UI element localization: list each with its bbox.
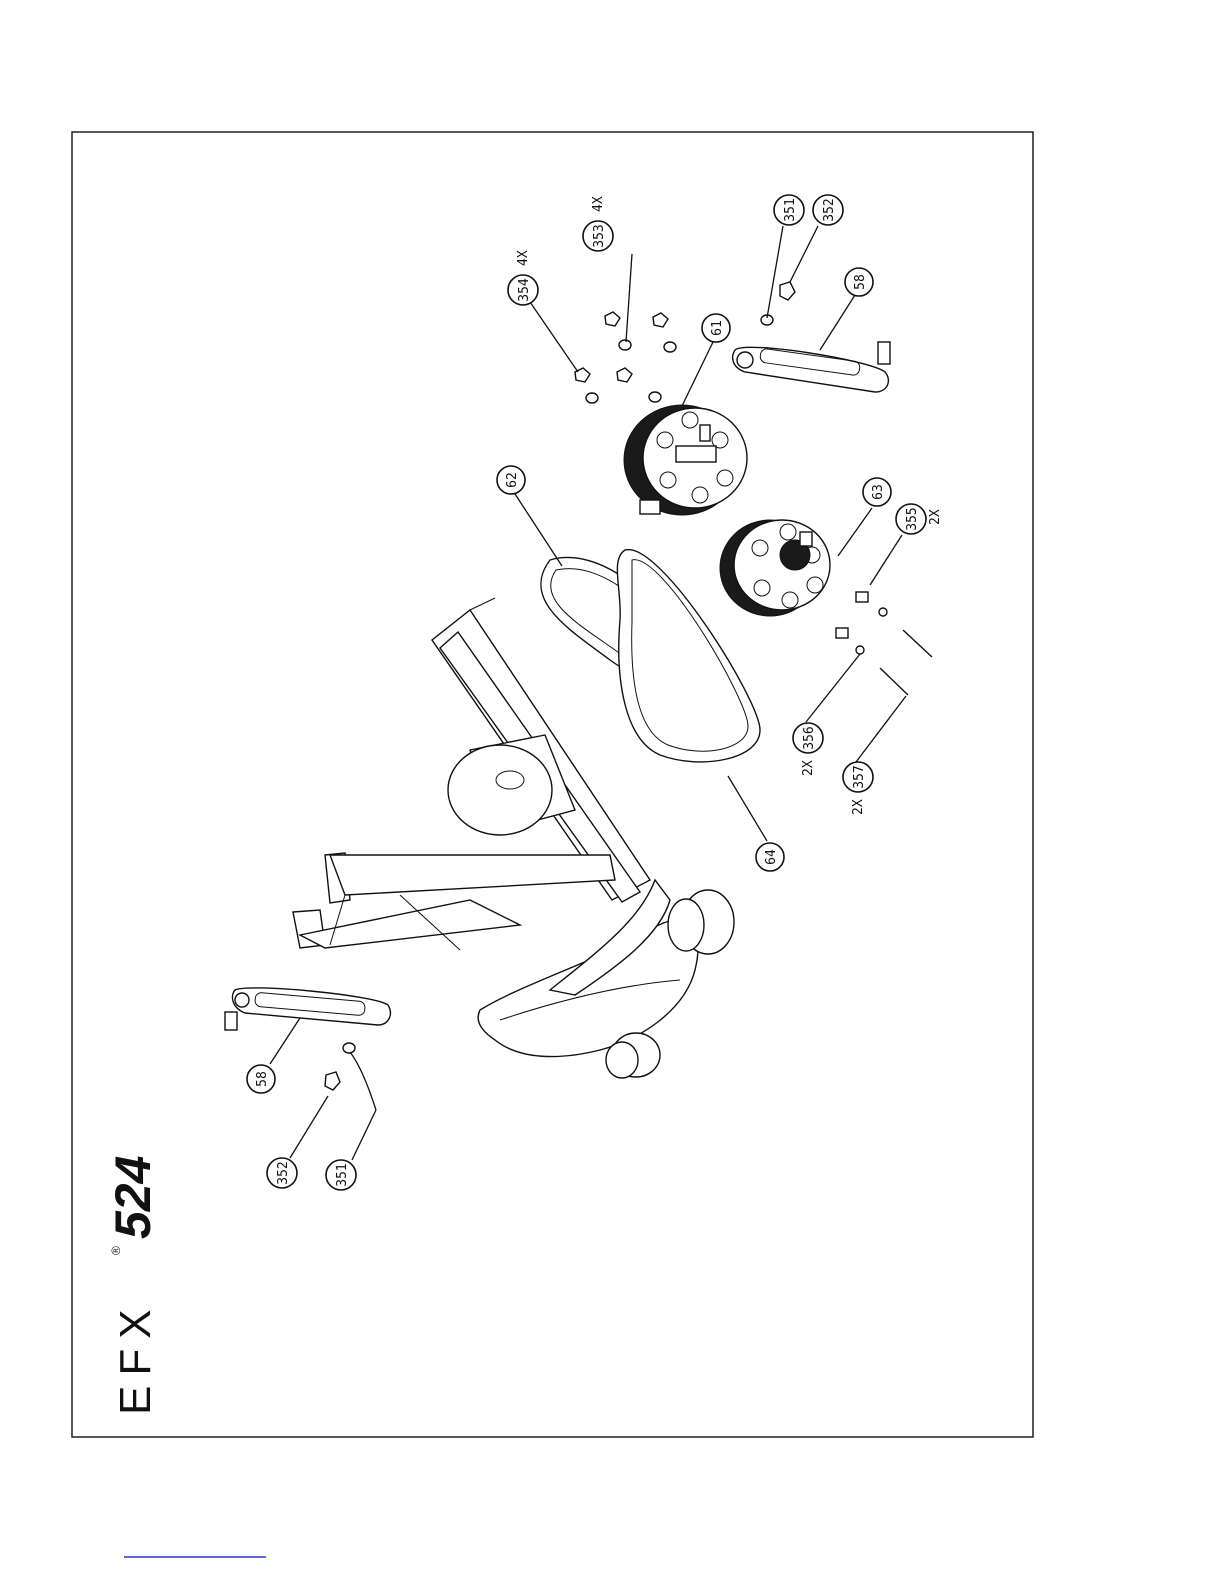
callout-352-bottom: 352 — [267, 1158, 297, 1188]
callout-353-qty: 4X — [591, 196, 606, 212]
callout-62: 62 — [497, 466, 525, 494]
callout-353: 353 4X — [583, 196, 613, 251]
callout-357-qty: 2X — [851, 799, 866, 815]
pulley-61 — [624, 405, 747, 515]
svg-text:356: 356 — [802, 726, 817, 749]
svg-text:353: 353 — [592, 224, 607, 247]
svg-text:354: 354 — [517, 278, 532, 302]
callout-58-bottom: 58 — [247, 1065, 275, 1093]
svg-text:351: 351 — [335, 1163, 350, 1186]
brand-model-light: EFX — [111, 1299, 160, 1415]
callout-357: 357 2X — [843, 762, 873, 815]
callout-352-top: 352 — [813, 195, 843, 225]
svg-text:352: 352 — [822, 198, 837, 221]
pulley-63 — [720, 520, 830, 616]
svg-text:58: 58 — [853, 274, 868, 290]
svg-text:61: 61 — [710, 320, 725, 336]
callout-355-qty: 2X — [928, 509, 943, 525]
brand-registered-mark: ® — [109, 1246, 123, 1255]
svg-text:63: 63 — [871, 484, 886, 500]
crank-arm-58-bottom — [225, 988, 390, 1030]
callout-351-bottom: 351 — [326, 1160, 356, 1190]
svg-text:64: 64 — [764, 849, 779, 865]
callout-351-top: 351 — [774, 195, 804, 225]
callout-356-qty: 2X — [801, 760, 816, 776]
crank-arm-58-top — [733, 342, 890, 392]
svg-text:352: 352 — [276, 1161, 291, 1184]
pins-and-keys — [836, 592, 932, 695]
brand-model-bold: 524 — [105, 1156, 161, 1239]
callout-354-qty: 4X — [516, 250, 531, 266]
brand-logo: EFX ® 524 — [105, 1156, 161, 1415]
callout-61: 61 — [702, 314, 730, 342]
svg-text:357: 357 — [852, 765, 867, 788]
callout-63: 63 — [863, 478, 891, 506]
callout-354: 354 4X — [508, 250, 538, 305]
callout-355: 355 2X — [896, 504, 943, 534]
svg-text:58: 58 — [255, 1071, 270, 1087]
svg-text:351: 351 — [783, 198, 798, 221]
svg-text:355: 355 — [905, 507, 920, 530]
svg-text:62: 62 — [505, 472, 520, 488]
callout-58-top: 58 — [845, 268, 873, 296]
callout-64: 64 — [756, 843, 784, 871]
callout-356: 356 2X — [793, 723, 823, 776]
